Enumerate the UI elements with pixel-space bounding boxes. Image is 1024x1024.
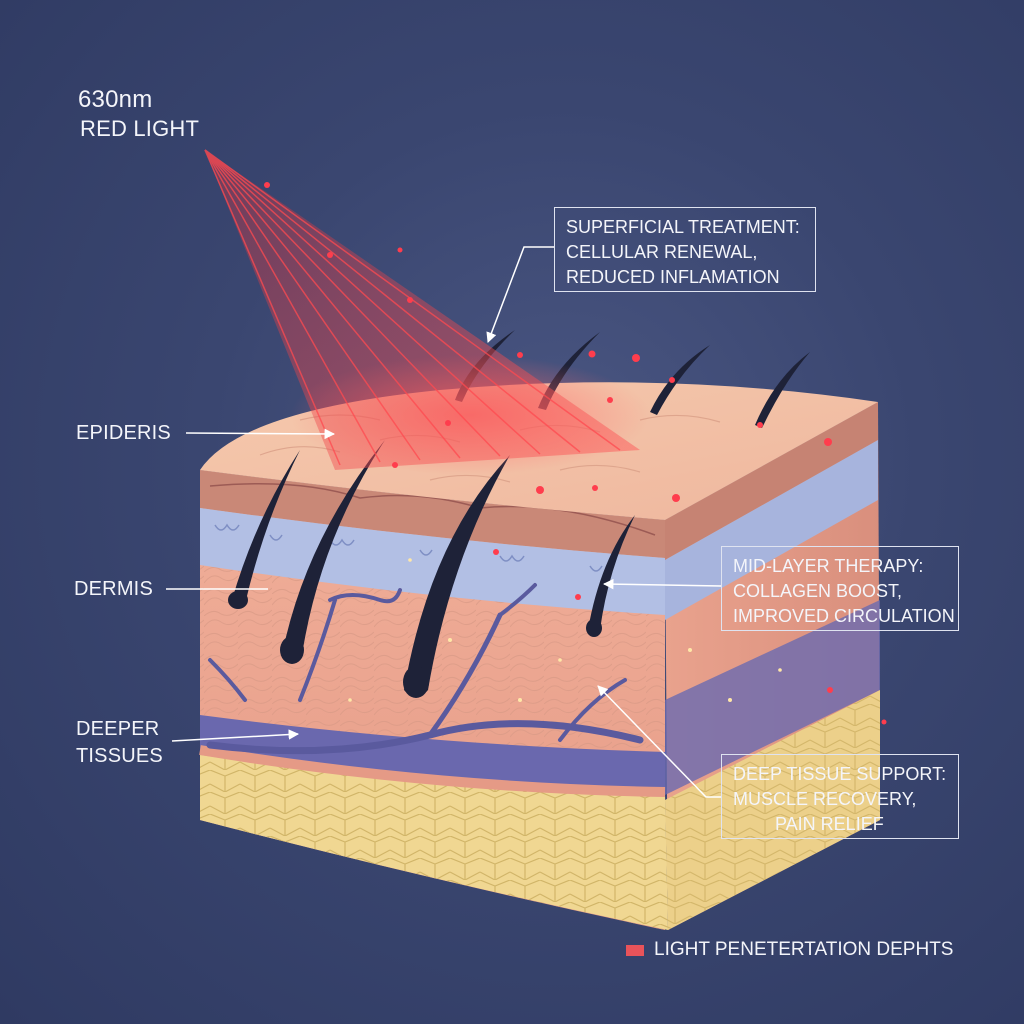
light-wavelength-label: 630nm [78, 86, 153, 113]
light-sparkles [348, 558, 782, 702]
deeper-tissues-pointer [171, 729, 300, 742]
pointer-lines [166, 246, 722, 798]
light-name-label: RED LIGHT [80, 116, 200, 141]
epidermis-label: EPIDERIS [76, 422, 171, 444]
deeper-tissues-line1: DEEPER [76, 718, 160, 740]
superficial-callout-pointer [486, 246, 554, 343]
superficial-callout-line3: REDUCED INFLAMATION [566, 267, 780, 287]
superficial-callout-box: SUPERFICIAL TREATMENT: CELLULAR RENEWAL,… [554, 207, 816, 292]
deep-callout-line3: PAIN RELIEF [775, 814, 884, 834]
deeper-tissues-line2: TISSUES [76, 745, 163, 767]
blood-vessels [206, 583, 644, 755]
deep-tissue-callout-box: DEEP TISSUE SUPPORT: MUSCLE RECOVERY, PA… [721, 754, 959, 839]
superficial-callout-line2: CELLULAR RENEWAL, [566, 242, 758, 262]
mid-layer-callout-box: MID-LAYER THERAPY: COLLAGEN BOOST, IMPRO… [721, 546, 959, 631]
deep-callout-pointer [597, 685, 721, 798]
deeper-tissues-label: DEEPER TISSUES [76, 716, 163, 770]
legend-label: LIGHT PENETERTATION DEPHTS [654, 939, 954, 960]
light-particles [264, 182, 887, 725]
epidermis-pointer [185, 428, 336, 440]
mid-callout-line3: IMPROVED CIRCULATION [733, 606, 955, 626]
deep-callout-line2: MUSCLE RECOVERY, [733, 789, 917, 809]
dermis-label: DERMIS [74, 578, 153, 600]
superficial-callout-line1: SUPERFICIAL TREATMENT: [566, 217, 800, 237]
legend: LIGHT PENETERTATION DEPHTS [626, 939, 953, 961]
red-light-beam [204, 149, 650, 475]
legend-swatch [626, 944, 644, 956]
mid-callout-pointer [602, 578, 722, 590]
mid-callout-line2: COLLAGEN BOOST, [733, 581, 903, 601]
hair-follicles [228, 330, 810, 698]
mid-callout-line1: MID-LAYER THERAPY: [733, 556, 924, 576]
deep-callout-line1: DEEP TISSUE SUPPORT: [733, 764, 947, 784]
